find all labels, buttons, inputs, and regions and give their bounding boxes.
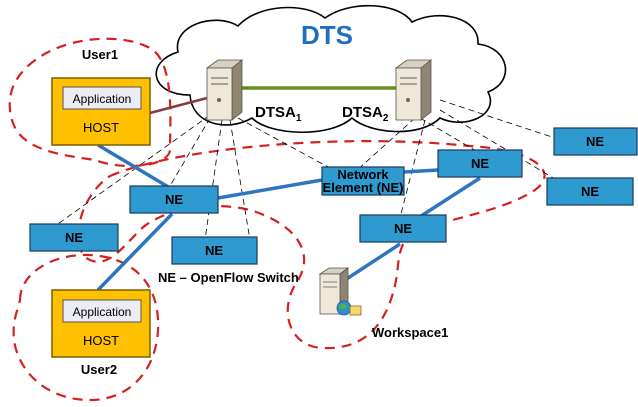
svg-text:NE: NE [394,221,412,236]
host1-server-link [149,96,208,115]
dts-cloud-title: DTS [301,20,353,50]
data-links [96,143,481,292]
openflow-switch-label: NE – OpenFlow Switch [158,270,299,285]
user2-application-label: Application [73,305,132,319]
server-fanout-links [54,99,566,241]
server-dtsa2-icon[interactable] [394,59,433,121]
user1-label: User1 [82,47,118,62]
ne-box-far-right-bottom[interactable]: NE [546,177,634,206]
svg-text:NE: NE [205,243,223,258]
user2-application-box[interactable] [62,299,142,323]
server-dtsa1-icon[interactable] [205,59,244,121]
svg-text:Element (NE): Element (NE) [323,180,404,195]
ne-box-left[interactable]: NE [29,223,119,252]
user1-application-label: Application [73,92,132,106]
workspace-server-icon[interactable] [318,267,362,316]
ne-box-right-top[interactable]: NE [437,149,523,178]
dtsa2-label: DTSA2 [342,104,389,124]
svg-text:NE: NE [581,184,599,199]
workspace1-label: Workspace1 [372,325,448,340]
svg-text:NE: NE [65,230,83,245]
ne-box-far-right-top[interactable]: NE [553,127,638,156]
svg-text:NE: NE [471,156,489,171]
ne-box-center[interactable]: NE [171,236,258,265]
user2-label: User2 [81,362,117,377]
svg-text:Network: Network [337,167,389,182]
user2-boundary [12,253,160,402]
user2-host-label: HOST [83,333,119,348]
openflow-network-boundary [77,140,546,350]
svg-text:NE: NE [586,134,604,149]
network-element-box[interactable]: Network Element (NE) [321,166,405,196]
ne-box-center-left[interactable]: NE [129,185,219,214]
svg-text:NE: NE [165,192,183,207]
user1-application-box[interactable] [62,86,142,110]
user1-host-label: HOST [83,120,119,135]
dtsa1-label: DTSA1 [255,104,302,124]
ne-box-right-middle[interactable]: NE [359,214,447,243]
user1-boundary [8,37,172,168]
